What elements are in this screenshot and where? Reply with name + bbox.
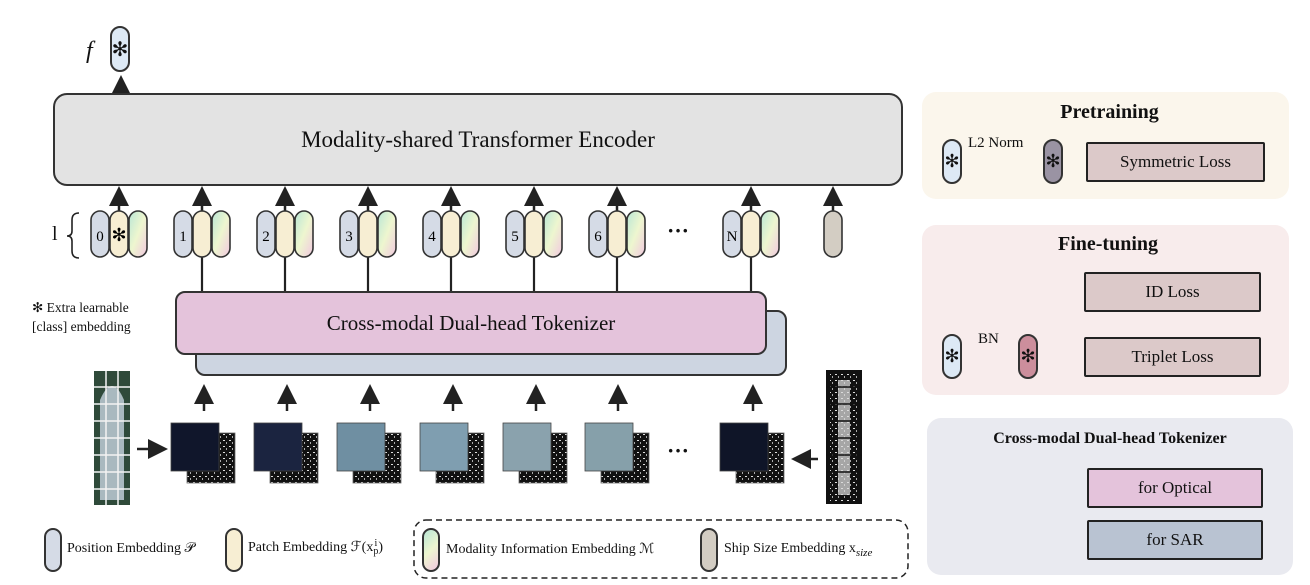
bn-label: BN bbox=[978, 331, 999, 347]
patch-token bbox=[741, 210, 761, 258]
layer-brace bbox=[66, 212, 80, 259]
patch-ellipsis: ··· bbox=[667, 438, 690, 463]
finetune-input-token: ✻ bbox=[942, 334, 962, 379]
patch-pair bbox=[419, 422, 485, 484]
modality-token bbox=[760, 210, 780, 258]
modality-token bbox=[543, 210, 563, 258]
modality-token bbox=[377, 210, 397, 258]
extra-class-note: ✻ Extra learnable [class] embedding bbox=[32, 300, 131, 334]
token-index-label: 0 bbox=[96, 229, 104, 245]
token-group-3: 3 bbox=[339, 210, 397, 258]
position-token bbox=[173, 210, 193, 258]
ship-size-token bbox=[823, 210, 843, 258]
bn-token: ✻ bbox=[1018, 334, 1038, 379]
modality-token bbox=[626, 210, 646, 258]
optical-head-box: for Optical bbox=[1087, 468, 1263, 508]
optical-patch bbox=[419, 422, 469, 472]
position-token bbox=[588, 210, 608, 258]
finetuning-title: Fine-tuning bbox=[1057, 233, 1159, 255]
pretraining-title: Pretraining bbox=[1060, 101, 1159, 123]
legend-modality-label: Modality Information Embedding ℳ bbox=[446, 542, 655, 557]
patch-pair bbox=[502, 422, 568, 484]
modality-token bbox=[211, 210, 231, 258]
token-group-1: 1 bbox=[173, 210, 231, 258]
class-token bbox=[109, 210, 129, 258]
token-group-5: 5 bbox=[505, 210, 563, 258]
output-label: f bbox=[86, 38, 93, 64]
position-token bbox=[90, 210, 110, 258]
position-token bbox=[422, 210, 442, 258]
tokenizer-panel-title: Cross-modal Dual-head Tokenizer bbox=[993, 430, 1227, 447]
patch-pair bbox=[719, 422, 785, 484]
tokenizer-block: Cross-modal Dual-head Tokenizer bbox=[175, 291, 767, 355]
token-index-label: 4 bbox=[428, 229, 436, 245]
triplet-loss-box: Triplet Loss bbox=[1084, 337, 1261, 377]
optical-patch bbox=[719, 422, 769, 472]
patch-pair bbox=[170, 422, 236, 484]
sar-head-box: for SAR bbox=[1087, 520, 1263, 560]
optical-patch bbox=[170, 422, 220, 472]
patch-token bbox=[607, 210, 627, 258]
legend-position-swatch bbox=[44, 528, 62, 572]
sar-ship-image bbox=[826, 370, 862, 504]
symmetric-loss-box: Symmetric Loss bbox=[1086, 142, 1265, 182]
tokenizer-token-lines bbox=[200, 257, 753, 291]
modality-token bbox=[460, 210, 480, 258]
patch-token bbox=[441, 210, 461, 258]
position-token bbox=[339, 210, 359, 258]
normalized-token: ✻ bbox=[1043, 139, 1063, 184]
patch-group bbox=[170, 422, 785, 484]
token-index-label: 3 bbox=[345, 229, 353, 245]
token-index-label: 6 bbox=[594, 229, 602, 245]
patch-tokenizer-arrows bbox=[194, 384, 763, 411]
l2-norm-label: L2 Norm bbox=[968, 135, 1024, 151]
position-token bbox=[722, 210, 742, 258]
patch-token bbox=[275, 210, 295, 258]
class-token-symbol: ✻ bbox=[111, 225, 126, 246]
patch-pair bbox=[584, 422, 650, 484]
pretrain-input-token: ✻ bbox=[942, 139, 962, 184]
id-loss-box: ID Loss bbox=[1084, 272, 1261, 312]
encoder-label: Modality-shared Transformer Encoder bbox=[301, 126, 655, 152]
patch-token bbox=[524, 210, 544, 258]
token-group-2: 2 bbox=[256, 210, 314, 258]
optical-patch bbox=[584, 422, 634, 472]
position-token bbox=[256, 210, 276, 258]
patch-pair bbox=[253, 422, 319, 484]
token-ellipsis: ··· bbox=[667, 218, 690, 243]
token-group-N: N bbox=[722, 210, 780, 258]
token-index-label: N bbox=[727, 229, 738, 245]
token-encoder-arrows bbox=[109, 186, 843, 211]
legend-size-label: Ship Size Embedding xsize bbox=[724, 541, 873, 559]
position-token bbox=[505, 210, 525, 258]
layer-label: l bbox=[52, 223, 58, 245]
optical-patch bbox=[253, 422, 303, 472]
legend-dashed-group bbox=[413, 519, 909, 579]
legend-modality-swatch bbox=[422, 528, 440, 572]
tokenizer-label: Cross-modal Dual-head Tokenizer bbox=[326, 310, 616, 335]
token-group-6: 6 bbox=[588, 210, 646, 258]
optical-ship-image bbox=[94, 371, 130, 505]
token-group-0: 0✻ bbox=[90, 210, 148, 258]
legend-size-swatch bbox=[700, 528, 718, 572]
legend-position-label: Position Embedding 𝒫 bbox=[67, 541, 195, 556]
token-index-label: 1 bbox=[179, 229, 187, 245]
modality-token bbox=[128, 210, 148, 258]
token-index-label: 2 bbox=[262, 229, 270, 245]
output-class-token: ✻ bbox=[110, 26, 130, 72]
optical-patch bbox=[336, 422, 386, 472]
optical-patch bbox=[502, 422, 552, 472]
transformer-encoder-block: Modality-shared Transformer Encoder bbox=[53, 93, 903, 186]
patch-token bbox=[192, 210, 212, 258]
token-index-label: 5 bbox=[511, 229, 519, 245]
token-group-4: 4 bbox=[422, 210, 480, 258]
patch-token bbox=[358, 210, 378, 258]
legend-patch-swatch bbox=[225, 528, 243, 572]
patch-pair bbox=[336, 422, 402, 484]
modality-token bbox=[294, 210, 314, 258]
